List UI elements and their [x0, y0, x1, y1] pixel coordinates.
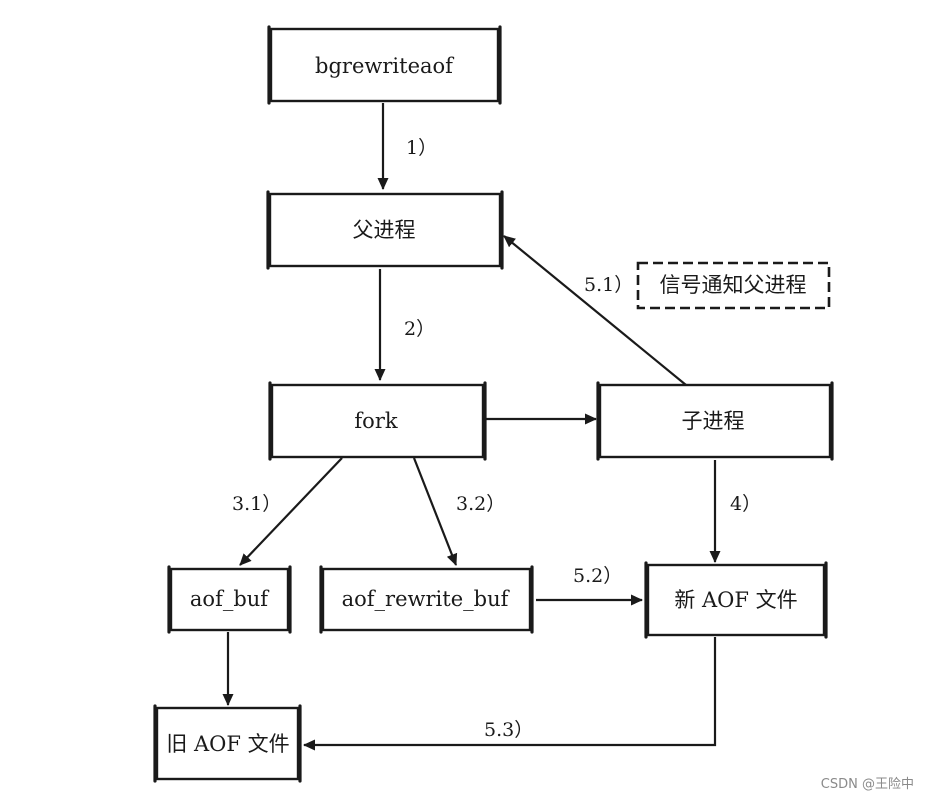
- node-label-signal-notice: 信号通知父进程: [660, 273, 807, 297]
- node-label-child-process: 子进程: [682, 409, 745, 433]
- node-label-new-aof-file: 新 AOF 文件: [674, 588, 797, 612]
- edge-label-3-2: 3.2）: [456, 493, 505, 515]
- node-parent-process: 父进程: [266, 190, 504, 270]
- node-child-process: 子进程: [596, 381, 834, 461]
- edge-label-4: 4）: [730, 493, 761, 515]
- node-label-aof-buf: aof_buf: [190, 587, 270, 611]
- edge-label-3-1: 3.1）: [232, 493, 281, 515]
- node-new-aof-file: 新 AOF 文件: [644, 561, 828, 639]
- edge-label-2: 2）: [404, 318, 435, 340]
- node-aof-buf: aof_buf: [167, 565, 292, 634]
- edge-label-5-3: 5.3）: [484, 719, 533, 741]
- watermark: CSDN @王险中: [821, 777, 914, 792]
- edge-fork-to-aof-buf: 3.1）: [232, 457, 343, 566]
- node-label-bgrewriteaof: bgrewriteaof: [315, 54, 455, 78]
- edge-bgrewriteaof-to-parent: 1）: [377, 103, 437, 190]
- edge-child-to-parent: 5.1）: [503, 235, 687, 386]
- edge-parent-to-fork: 2）: [374, 269, 435, 381]
- node-signal-notice: 信号通知父进程: [636, 261, 831, 310]
- edge-label-5-2: 5.2）: [573, 565, 622, 587]
- node-label-parent-process: 父进程: [353, 218, 416, 242]
- edge-new-aof-to-old-aof: 5.3）: [303, 637, 717, 751]
- node-aof-rewrite-buf: aof_rewrite_buf: [319, 565, 534, 634]
- edge-fork-to-aof-rewrite-buf: 3.2）: [412, 457, 505, 566]
- node-label-fork: fork: [354, 409, 397, 433]
- node-old-aof-file: 旧 AOF 文件: [153, 704, 302, 783]
- node-fork: fork: [268, 381, 487, 461]
- node-label-old-aof-file: 旧 AOF 文件: [166, 732, 289, 756]
- edge-rewrite-buf-to-new-aof: 5.2）: [536, 565, 643, 606]
- node-label-aof-rewrite-buf: aof_rewrite_buf: [342, 587, 511, 611]
- edge-child-to-new-aof: 4）: [709, 460, 761, 563]
- edges: 1） 2） 3.1） 3.2） 4） 5.1） 5.2）: [222, 103, 761, 751]
- edge-label-5-1: 5.1）: [584, 274, 633, 296]
- node-bgrewriteaof: bgrewriteaof: [267, 25, 502, 105]
- nodes: bgrewriteaof 父进程 信号通知父进程 fork 子进程: [153, 25, 834, 783]
- edge-label-1: 1）: [406, 137, 437, 159]
